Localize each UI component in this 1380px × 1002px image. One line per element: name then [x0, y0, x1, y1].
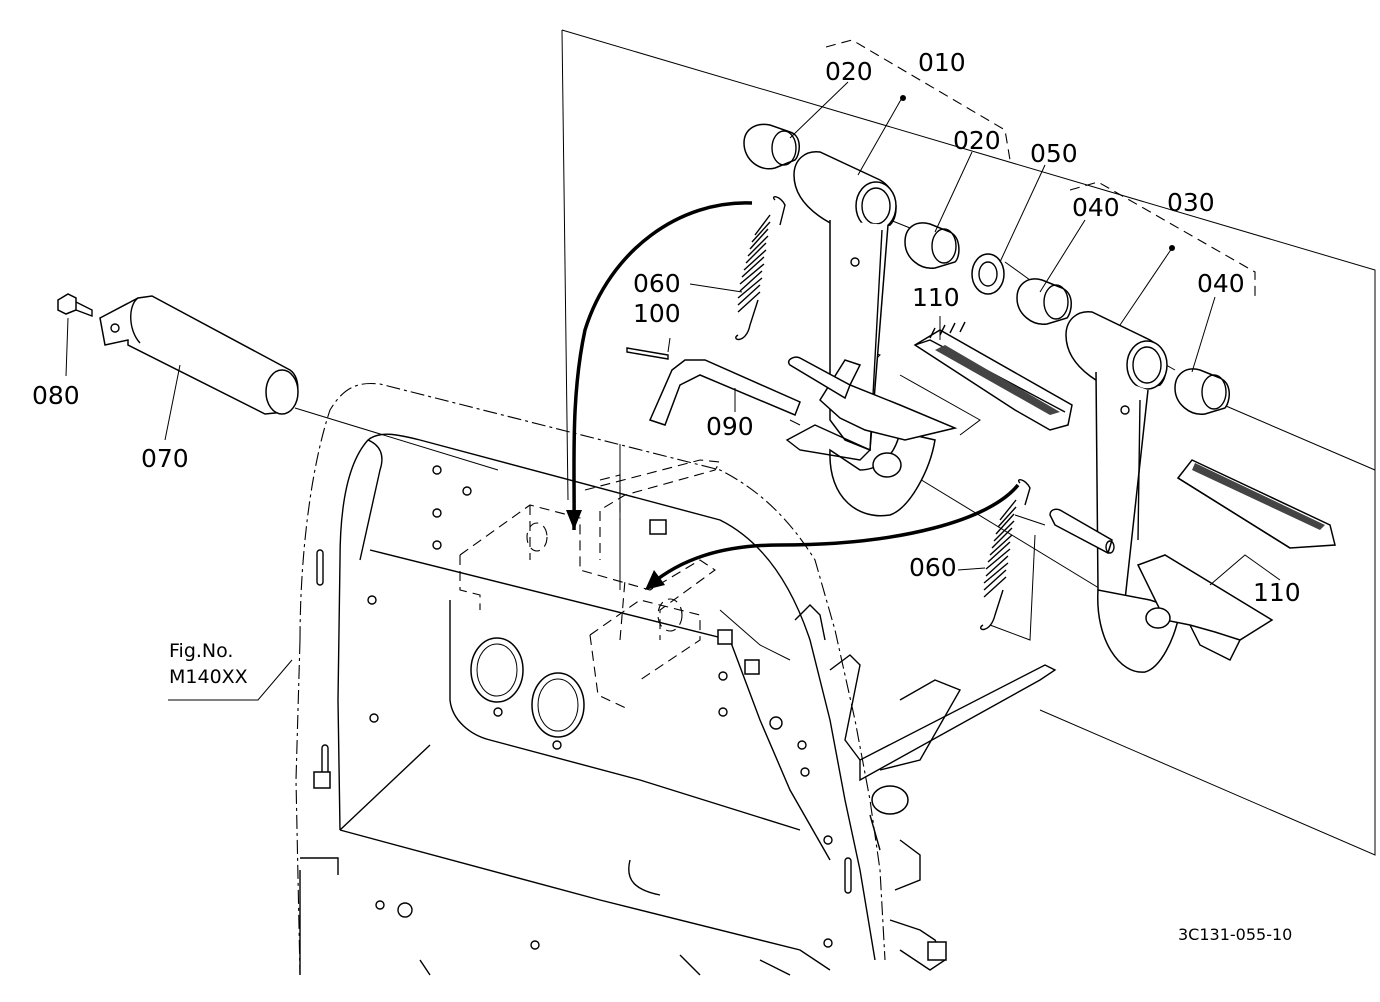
pin-060-lower — [1049, 508, 1115, 555]
label-030: 030 — [1167, 188, 1215, 217]
label-100: 100 — [633, 299, 681, 328]
label-060-lower: 060 — [909, 553, 957, 582]
label-050: 050 — [1030, 139, 1078, 168]
hidden-bracket — [459, 459, 760, 711]
label-060-upper: 060 — [633, 269, 681, 298]
guide-lines — [294, 29, 1376, 856]
shaft-070 — [99, 295, 299, 415]
label-020-lower: 020 — [953, 126, 1001, 155]
label-070: 070 — [141, 444, 189, 473]
rod-090 — [648, 356, 851, 426]
pedal-assembly-010 — [743, 95, 1073, 517]
spring-lower-060 — [980, 479, 1031, 631]
label-110-upper: 110 — [912, 283, 960, 312]
assembly-arrows — [566, 201, 1020, 590]
label-110-lower: 110 — [1253, 578, 1301, 607]
spring-upper-060 — [735, 196, 786, 341]
label-090: 090 — [706, 412, 754, 441]
drawing-code: 3C131-055-10 — [1178, 925, 1292, 944]
frame-panel — [295, 382, 1057, 976]
label-080: 080 — [32, 381, 80, 410]
label-040-upper: 040 — [1072, 193, 1120, 222]
figure-ref-line1: Fig.No. — [169, 640, 233, 662]
label-020-upper: 020 — [825, 57, 873, 86]
bolt-080 — [57, 293, 93, 318]
figure-ref-line2: M140XX — [169, 666, 248, 688]
pedal-assembly-030 — [1016, 245, 1336, 673]
label-040-lower: 040 — [1197, 269, 1245, 298]
part-labels: 020 010 020 050 040 030 040 110 060 100 … — [32, 48, 1301, 607]
leader-lines — [65, 81, 1281, 701]
label-010: 010 — [918, 48, 966, 77]
figure-reference: Fig.No. M140XX — [169, 640, 248, 688]
split-pin-100 — [626, 347, 669, 360]
